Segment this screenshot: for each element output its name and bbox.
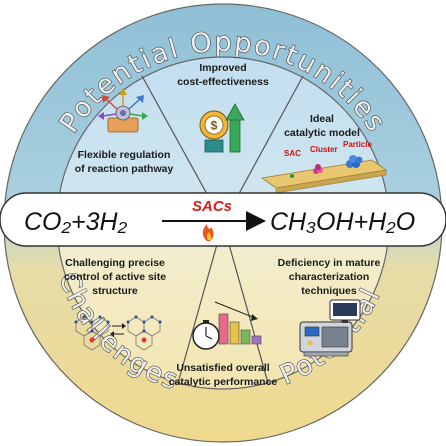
- ch3-line3: techniques: [301, 285, 357, 297]
- ch1-line2: control of active site: [64, 271, 166, 283]
- right-equation: CH₃OH+H₂O: [270, 208, 415, 236]
- ch3-line2: characterization: [289, 271, 370, 283]
- opp3-line1: Ideal: [310, 113, 334, 125]
- lattice-icon: [74, 315, 162, 351]
- opp3-line2: catalytic model: [284, 127, 360, 139]
- svg-text:$: $: [211, 119, 218, 133]
- model-label-sac: SAC: [284, 149, 301, 158]
- ch3-line1: Deficiency in mature: [278, 257, 381, 269]
- clock-chart-icon: [192, 301, 262, 350]
- opp2-line1: Improved: [199, 62, 246, 74]
- catalyst-label: SACs: [192, 198, 232, 215]
- reaction-bar: [0, 192, 446, 247]
- left-equation: CO₂+3H₂: [24, 208, 128, 236]
- opp2-line2: cost-effectiveness: [177, 76, 269, 88]
- flame-icon: [202, 224, 214, 241]
- catalyst-model-icon: [260, 155, 388, 194]
- ch2-line1: Unsatisfied overall: [176, 362, 269, 374]
- ch1-line1: Challenging precise: [65, 257, 165, 269]
- opp1-line2: of reaction pathway: [75, 163, 174, 175]
- model-label-particle: Particle: [343, 140, 372, 149]
- money-growth-icon: $: [199, 103, 245, 153]
- network-arrows-icon: [98, 88, 148, 133]
- ch2-line2: catalytic performance: [169, 376, 278, 388]
- model-label-cluster: Cluster: [310, 145, 338, 154]
- opp1-line1: Flexible regulation: [78, 149, 171, 161]
- instrument-icon: [299, 299, 361, 357]
- ch1-line3: structure: [92, 285, 138, 297]
